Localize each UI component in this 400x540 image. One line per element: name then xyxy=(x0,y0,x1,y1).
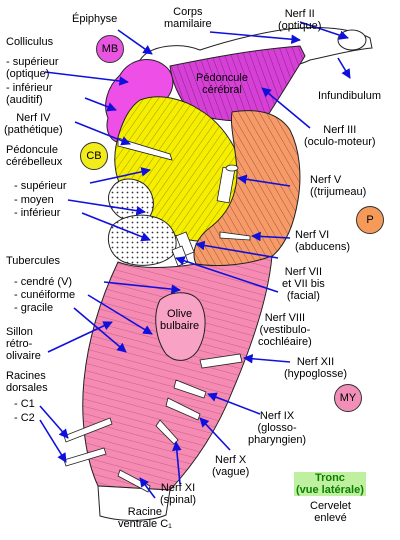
nerf-xii-bundle xyxy=(199,353,243,369)
label-tub-gracile: - gracile xyxy=(14,302,54,314)
label-epiphyse: Épiphyse xyxy=(72,13,118,25)
label-nerf-xii: Nerf XII (hypoglosse) xyxy=(284,356,347,380)
label-colliculus: Colliculus xyxy=(6,36,54,48)
label-c1: - C1 xyxy=(14,398,35,410)
nerf-x-bundle xyxy=(165,397,201,421)
label-tubercules: Tubercules xyxy=(6,255,61,267)
label-pc-inf: - inférieur xyxy=(14,207,61,219)
label-tronc: Tronc (vue latérale) xyxy=(294,472,366,496)
badge-my: MY xyxy=(334,384,362,412)
badge-mb: MB xyxy=(96,35,124,63)
label-olive-bulbaire: Olive bulbaire xyxy=(160,308,200,332)
label-nerf-ii: Nerf II (optique) xyxy=(278,8,322,32)
label-sillon: Sillon rétro- olivaire xyxy=(6,326,41,362)
label-nerf-vii: Nerf VII et VII bis (facial) xyxy=(282,266,325,302)
label-pc-sup: - supérieur xyxy=(14,180,67,192)
label-infundibulum: Infundibulum xyxy=(318,90,381,102)
label-racine-ventrale: Racine ventrale C₁ xyxy=(118,506,172,530)
label-c2: - C2 xyxy=(14,412,35,424)
label-nerf-ix: Nerf IX (glosso- pharyngien) xyxy=(248,410,307,446)
label-nerf-viii: Nerf VIII (vestibulo- cochléaire) xyxy=(258,312,312,348)
label-colliculus-inf: - inférieur (auditif) xyxy=(6,82,53,106)
label-pedoncule-cerebral: Pédoncule cérébral xyxy=(196,72,248,96)
label-corps-mamillaire: Corps mamilaire xyxy=(164,6,212,30)
nerf-v-bundle xyxy=(216,164,239,204)
olive-shape xyxy=(155,292,206,361)
label-cervelet: Cervelet enlevé xyxy=(310,500,351,524)
label-pc-moy: - moyen xyxy=(14,194,54,206)
label-nerf-iii: Nerf III (oculo-moteur) xyxy=(304,124,376,148)
leader-arrows xyxy=(39,21,351,499)
label-colliculus-sup: - supérieur (optique) xyxy=(6,56,59,80)
label-nerf-xi: Nerf XI (spinal) xyxy=(160,482,197,506)
pedoncule-dots-lower xyxy=(108,214,177,266)
label-tub-cuneiforme: - cunéiforme xyxy=(14,289,76,301)
nerf-vi-bundle xyxy=(219,231,251,241)
label-pedoncule-cerebelleux: Pédoncule cérébelleux xyxy=(6,144,63,168)
badge-p: P xyxy=(356,206,384,234)
label-nerf-iv: Nerf IV (pathétique) xyxy=(4,112,63,136)
bulbe-shape xyxy=(82,255,273,491)
nerf-ix-bundle xyxy=(173,379,207,399)
badge-cb: CB xyxy=(80,142,108,170)
nerf-ii-stump xyxy=(337,29,367,51)
label-nerf-v: Nerf V ((trijumeau) xyxy=(310,174,367,198)
label-racines-dorsales: Racines dorsales xyxy=(6,370,48,394)
nerf-iv-bundle xyxy=(117,137,173,161)
label-nerf-vi: Nerf VI (abducens) xyxy=(295,229,351,253)
label-nerf-x: Nerf X (vague) xyxy=(212,454,250,478)
label-tub-cendre: - cendré (V) xyxy=(14,276,73,288)
racines-dorsales-bundle xyxy=(63,417,113,467)
